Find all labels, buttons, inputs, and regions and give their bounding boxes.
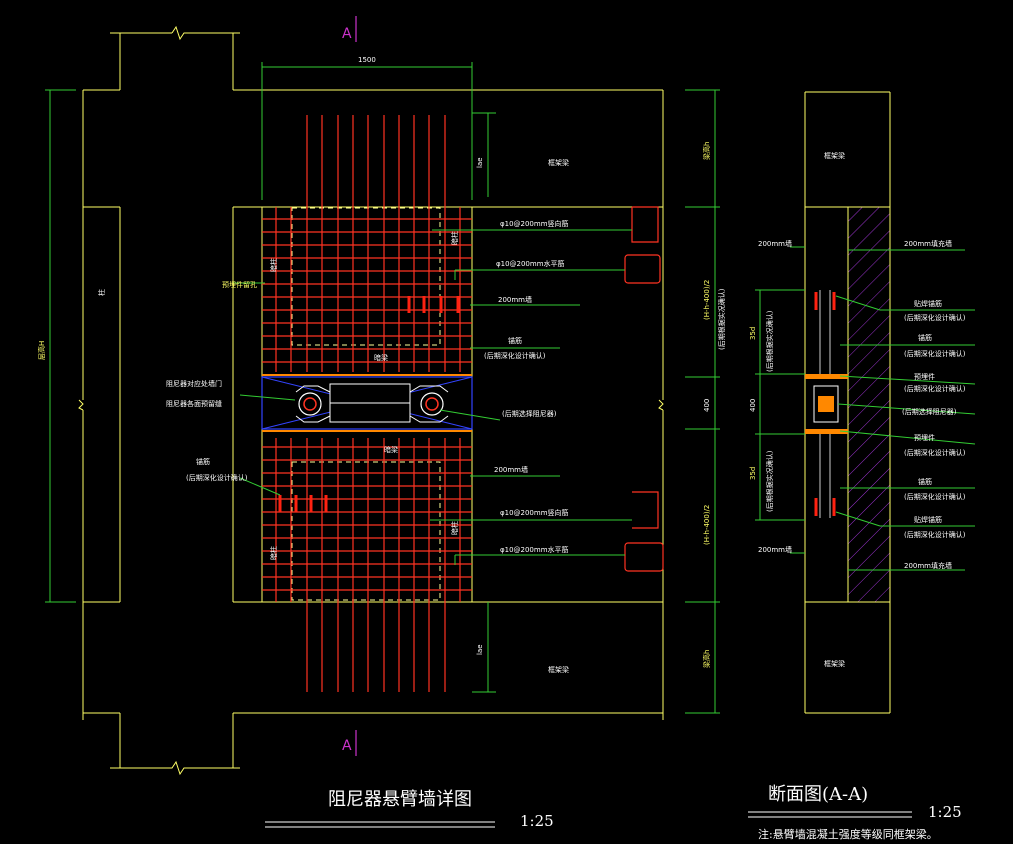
drawing-note: 注:悬臂墙混凝土强度等级同框架梁。	[758, 827, 938, 841]
label-column: 柱	[97, 289, 106, 296]
main-scale: 1:25	[520, 812, 554, 830]
anchor-bars	[278, 296, 460, 512]
sec-dim-note-upper: (后期根据实况确认)	[765, 310, 774, 372]
dim-lae-bottom: lae	[476, 644, 484, 655]
label-damper-callout: (后期选择阻尼器)	[502, 409, 557, 418]
sec-label-embed-1: 预埋件	[914, 372, 935, 381]
section-view	[755, 91, 976, 714]
sec-dim-400: 400	[749, 399, 757, 412]
label-damper-gap-1: 阻尼器对应处墙门	[166, 379, 222, 388]
sec-dim-35d-upper: 35d	[749, 327, 757, 340]
dim-right-top-beam: 梁高h	[702, 142, 711, 160]
label-anchor-upper: 锚筋	[508, 336, 522, 345]
label-dark-column-ur: 暗柱	[450, 231, 459, 245]
dashed-boundaries	[291, 207, 441, 601]
sec-label-anchor-1-note: (后期深化设计确认)	[904, 313, 966, 322]
label-dark-beam-upper: 暗梁	[374, 353, 388, 362]
sec-label-frame-top: 框架梁	[824, 151, 845, 160]
label-dark-column-ll: 暗柱	[269, 546, 278, 560]
sec-label-wall-left-lower: 200mm墙	[758, 545, 792, 554]
sec-label-embed-2: 预埋件	[914, 433, 935, 442]
sec-label-wall-right-upper: 200mm填充墙	[904, 239, 952, 248]
sec-label-anchor-3-note: (后期深化设计确认)	[904, 492, 966, 501]
label-frame-beam-top: 框架梁	[548, 158, 569, 167]
section-scale: 1:25	[928, 803, 962, 821]
sec-label-anchor-4: 贴焊锚筋	[914, 515, 942, 524]
label-dark-column-lr: 暗柱	[450, 521, 459, 535]
sec-dim-note-lower: (后期根据实况确认)	[765, 450, 774, 512]
label-rebar-horizontal-upper: φ10@200mm水平筋	[496, 259, 565, 268]
rebar-grid	[262, 115, 664, 692]
sec-label-anchor-1: 贴焊锚筋	[914, 299, 942, 308]
label-embedded-note: 预埋件留孔	[222, 280, 257, 289]
dim-top-width: 1500	[358, 56, 376, 64]
damper-assembly	[261, 374, 473, 432]
label-damper-gap-2: 阻尼器各面预留缝	[166, 399, 222, 408]
label-anchor-upper-note: (后期深化设计确认)	[484, 351, 546, 360]
dim-right-upper: (H-h-400)/2	[703, 280, 711, 320]
label-rebar-horizontal-lower: φ10@200mm水平筋	[500, 545, 569, 554]
title-underlines	[265, 811, 912, 828]
label-wall-upper: 200mm墙	[498, 295, 532, 304]
dim-total-height: 层高H	[37, 341, 46, 360]
dim-right-bottom-beam: 梁高h	[702, 650, 711, 668]
label-rebar-vertical-lower: φ10@200mm竖向筋	[500, 508, 569, 517]
sec-label-anchor-3: 锚筋	[918, 477, 932, 486]
dim-right-lower: (H-h-400)/2	[703, 505, 711, 545]
dimension-lines	[45, 62, 720, 714]
section-mark-bottom: A	[342, 738, 352, 754]
sec-label-embed-1-note: (后期深化设计确认)	[904, 384, 966, 393]
dim-right-middle: 400	[703, 399, 711, 412]
label-anchor-left-note: (后期深化设计确认)	[186, 473, 248, 482]
label-wall-lower: 200mm墙	[494, 465, 528, 474]
sec-dim-35d-lower: 35d	[749, 467, 757, 480]
sec-label-wall-right-lower: 200mm填充墙	[904, 561, 952, 570]
main-title: 阻尼器悬臂墙详图	[328, 789, 472, 810]
section-title: 断面图(A-A)	[768, 784, 868, 805]
section-mark-top: A	[342, 26, 352, 42]
label-dark-column-ul: 暗柱	[269, 258, 278, 272]
label-dark-beam-lower: 暗梁	[384, 445, 398, 454]
sec-label-anchor-4-note: (后期深化设计确认)	[904, 530, 966, 539]
sec-label-embed-2-note: (后期深化设计确认)	[904, 448, 966, 457]
sec-label-damper: (后期选择阻尼器)	[902, 407, 957, 416]
dim-right-note-upper: (后期根据实况确认)	[717, 288, 726, 350]
sec-label-anchor-2: 锚筋	[918, 333, 932, 342]
label-rebar-vertical-upper: φ10@200mm竖向筋	[500, 219, 569, 228]
sec-label-wall-left-upper: 200mm墙	[758, 239, 792, 248]
dim-lae-top: lae	[476, 157, 484, 168]
sec-label-anchor-2-note: (后期深化设计确认)	[904, 349, 966, 358]
sec-label-frame-bottom: 框架梁	[824, 659, 845, 668]
label-frame-beam-bottom: 框架梁	[548, 665, 569, 674]
label-anchor-left: 锚筋	[196, 457, 210, 466]
